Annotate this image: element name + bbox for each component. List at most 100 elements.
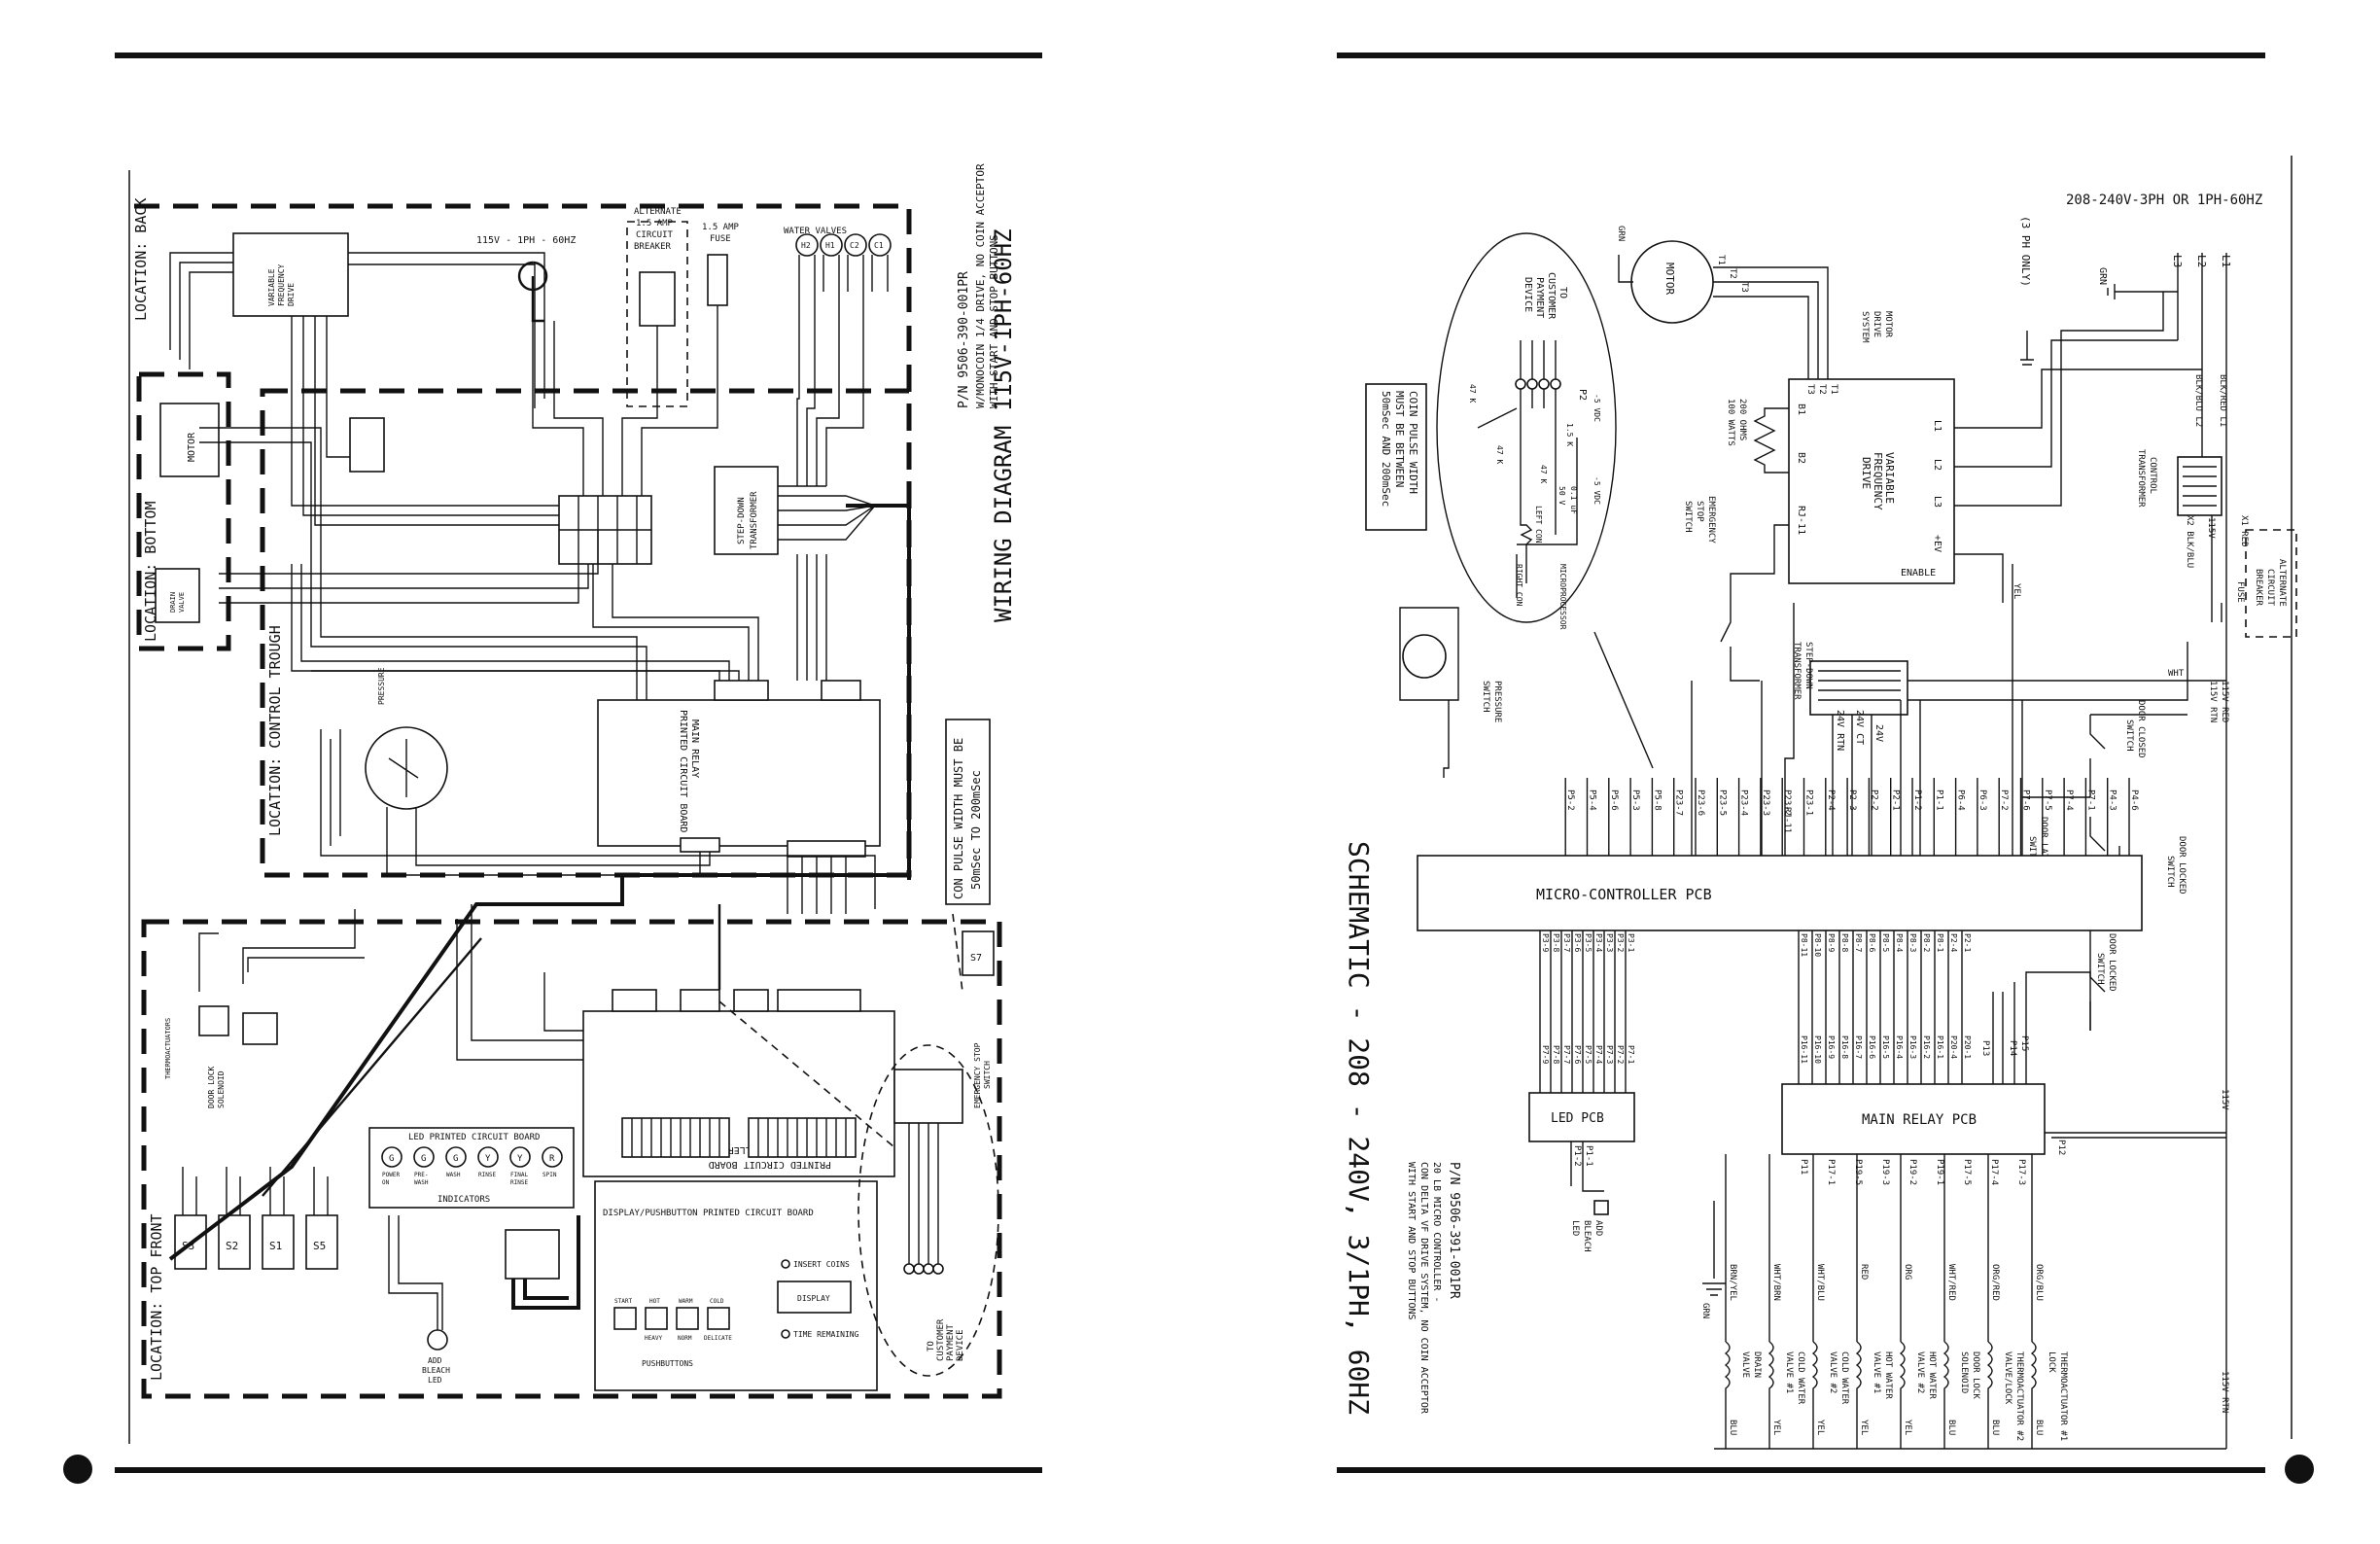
alt-breaker-1: ALTERNATE [2277,559,2287,607]
left-binding-dot [63,1455,92,1484]
left-harness-2 [262,937,482,1197]
load-name-b-5: SOLENOID [1959,1351,1969,1393]
door-locked2-2: SWITCH [2095,953,2105,985]
circle-47k-a: 47 K [1468,384,1477,403]
location-back-label: LOCATION: BACK [132,198,150,321]
left-led-board-label: LED PRINTED CIRCUIT BOARD [408,1133,540,1142]
relay-bottom-pin-0: P11 [1799,1159,1808,1175]
left-customer-1: TO [927,1341,936,1351]
vfd-b1: B1 [1796,404,1806,415]
customer-4: DEVICE [1522,277,1533,312]
pushbutton-hot [645,1307,668,1330]
ct-l1: BLK/RED L1 [2218,374,2227,427]
left-main-relay-board [597,699,881,847]
left-emergency-2: SWITCH [983,1061,992,1089]
line-l2: L2 [2195,255,2208,267]
circle-cap: 0.1 uF [1569,486,1578,514]
schematic-motor-label: MOTOR [1663,263,1676,295]
door-latched-1: DOOR LATCHED [2039,817,2048,880]
micro-controller-pcb [1417,855,2143,931]
load-name-a-1: COLD WATER [1796,1351,1805,1405]
load-name-b-6: VALVE/LOCK [2003,1351,2012,1405]
resistor-1: 200 OHMS [1737,399,1747,440]
schematic-vfd-2: FREQUENCY [1872,452,1884,510]
left-drain-valve-box [155,568,200,623]
door-latched-2: SWITCH [2027,836,2037,868]
led-label-a-0: POWER [382,1172,400,1178]
relay-bottom-pin-4: P19-2 [1908,1159,1917,1185]
micro-top-pin-22: P5-8 [1652,790,1662,811]
switch-lead-3 [313,1167,329,1215]
left-display-board-label: DISPLAY/PUSHBUTTON PRINTED CIRCUIT BOARD [603,1209,814,1218]
left-fuse-1: 1.5 AMP [702,223,740,232]
left-customer-3: PAYMENT [946,1323,956,1361]
circle-47k-c: 47 K [1539,465,1548,483]
relay-bottom-pin-3: P19-3 [1880,1159,1890,1185]
switch-label-s2: S2 [226,1240,238,1252]
left-step-down-2: TRANSFORMER [750,491,759,549]
relay-p15: P15 [2019,1035,2029,1051]
pb-bottom-3: NORM [678,1335,692,1342]
pulse-note-box [1365,383,1427,531]
left-s7-label: S7 [970,953,982,964]
micro-board-connector-a [621,1117,730,1158]
vfd-l3: L3 [1932,496,1942,508]
step-down-transformer [1809,660,1908,716]
load-name-a-5: DOOR LOCK [1971,1351,1980,1399]
connector-p17 [714,680,769,701]
circle-vdc-b: -5 VDC [1592,476,1601,505]
left-drain-valve-label-1: DRAIN [169,592,177,613]
bleach-2: BLEACH [1582,1220,1592,1252]
relay-pin-7: P16-4 [1895,1035,1904,1059]
micro-bottom-mid-pins: P8-11P16-11P8-10P16-10P8-9P16-9P8-8P16-8… [1798,930,1972,1084]
door-locked2-1: DOOR LOCKED [2107,933,2117,992]
relay-bottom-pin-5: P19-1 [1935,1159,1944,1185]
circle-left-con: LEFT CON [1534,506,1543,544]
load-coil-7 [2030,1341,2037,1449]
left-power-label: 115V - 1PH - 60HZ [476,235,576,246]
micro-relay-pin-12: P2-1 [1963,933,1972,952]
connector-p21 [680,989,720,1012]
vfd-t2: T2 [1817,384,1827,395]
relay-pin-2: P16-9 [1827,1035,1836,1059]
micro-top-pin-12: P2-2 [1869,790,1878,811]
micro-controller-pcb-label: MICRO-CONTROLLER PCB [1536,886,1712,903]
micro-top-pin-2: P7-1 [2085,790,2095,811]
vfd-rj11: RJ-11 [1796,506,1806,535]
customer-1: TO [1558,287,1568,298]
line-l1: L1 [2220,255,2232,267]
circle-vdc-a: -5 VDC [1592,394,1601,422]
load-name-b-1: VALVE #1 [1784,1351,1794,1393]
water-valve-c1 [868,233,892,257]
pushbutton-warm [676,1307,699,1330]
left-main-relay-2: PRINTED CIRCUIT BOARD [678,710,688,832]
left-note-1: W/MONOCOIN 1/4 DRIVE, NO COIN ACCEPTOR [974,163,987,408]
circle-right-con: RIGHT CON [1515,564,1523,607]
micro-relay-pin-7: P8-4 [1895,933,1904,952]
load-wire-4: ORG [1903,1264,1912,1280]
led-letter-5: R [549,1154,555,1164]
led-label-b-4: RINSE [510,1179,528,1186]
water-valve-set: H2 H1 C2 C1 [795,233,892,292]
micro-led-pin-5: P3-6 [1573,933,1582,952]
load-coil-0 [1724,1341,1731,1449]
load-wire-2: WHT/BLU [1815,1264,1825,1301]
alt-breaker-frame [2245,529,2297,638]
left-interlock-relay [349,417,385,473]
led-letter-0: G [389,1154,394,1164]
left-pushbuttons-label: PUSHBUTTONS [642,1359,693,1368]
load-name-a-3: HOT WATER [1883,1351,1893,1399]
led-letter-3: Y [485,1154,491,1164]
circle-15k: 1.5 K [1565,423,1574,446]
micro-top-pin-23: P5-3 [1630,790,1640,811]
step-down-2: TRANSFORMER [1792,642,1802,700]
micro-led-pin-8: P3-9 [1541,933,1550,952]
load-name-a-2: COLD WATER [1839,1351,1849,1405]
ct-l2: BLK/BLU L2 [2193,374,2203,427]
micro-led-pin-1: P3-2 [1616,933,1625,952]
led-pcb-pin-5: P7-6 [1573,1045,1582,1064]
emergency-1: EMERGENCY [1706,496,1716,544]
micro-top-pin-6: P7-2 [1999,790,2009,811]
pressure-1: PRESSURE [1492,681,1502,722]
